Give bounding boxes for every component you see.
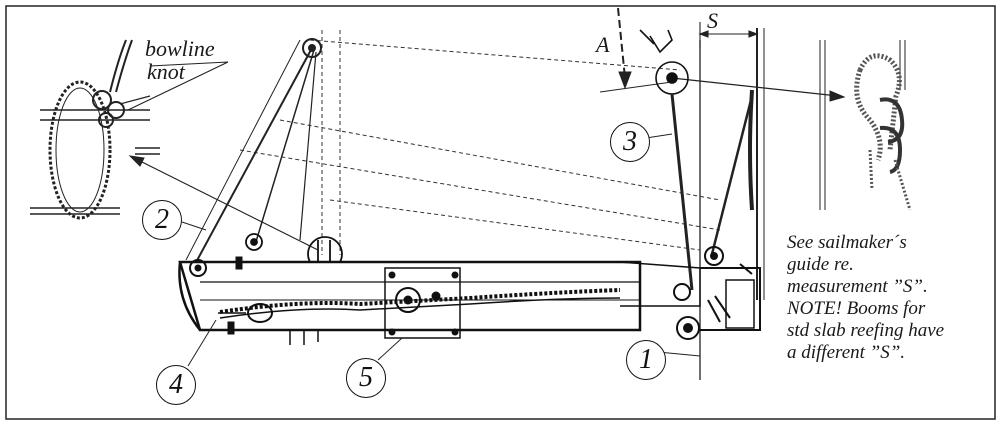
arrow-a-label: A — [596, 32, 610, 57]
bowline-label-line1: bowline — [145, 36, 215, 61]
callout-leaders — [181, 133, 701, 367]
diagram-border — [5, 5, 996, 420]
arrow-a — [617, 7, 632, 90]
sheave-icon — [639, 29, 689, 95]
bowline-leader — [127, 61, 229, 111]
bowline-label-line2: knot — [147, 59, 185, 84]
reef-line-3-b — [710, 95, 754, 255]
callout-2: 2 — [142, 200, 182, 240]
note-line: NOTE! Booms for — [787, 298, 926, 319]
note-line: guide re. — [787, 254, 854, 275]
bowline-leader-arrow — [128, 155, 319, 251]
sailmaker-note: See sailmaker´s guide re. measurement ”S… — [787, 232, 992, 364]
bowline-knot-icon — [30, 39, 160, 220]
knot-leader-arrow — [671, 77, 846, 102]
sheave-plate — [384, 267, 461, 339]
boom — [178, 256, 761, 345]
note-line: See sailmaker´s — [787, 232, 907, 253]
reef-line-3 — [670, 93, 694, 291]
callout-1: 1 — [626, 340, 666, 380]
sail-outline — [239, 30, 721, 255]
reefing-knot-icon — [819, 40, 912, 211]
note-line: a different ”S”. — [787, 342, 906, 363]
lower-sheave — [673, 246, 753, 340]
leech-lines — [185, 38, 322, 267]
measurement-s-dimension — [698, 22, 759, 48]
measure-s-label: S — [707, 8, 718, 33]
note-line: std slab reefing have — [787, 320, 945, 341]
note-line: measurement ”S”. — [787, 276, 928, 297]
callout-3: 3 — [610, 122, 650, 162]
sail-top-line — [599, 81, 673, 93]
callout-5: 5 — [346, 358, 386, 398]
callout-4: 4 — [156, 365, 196, 405]
